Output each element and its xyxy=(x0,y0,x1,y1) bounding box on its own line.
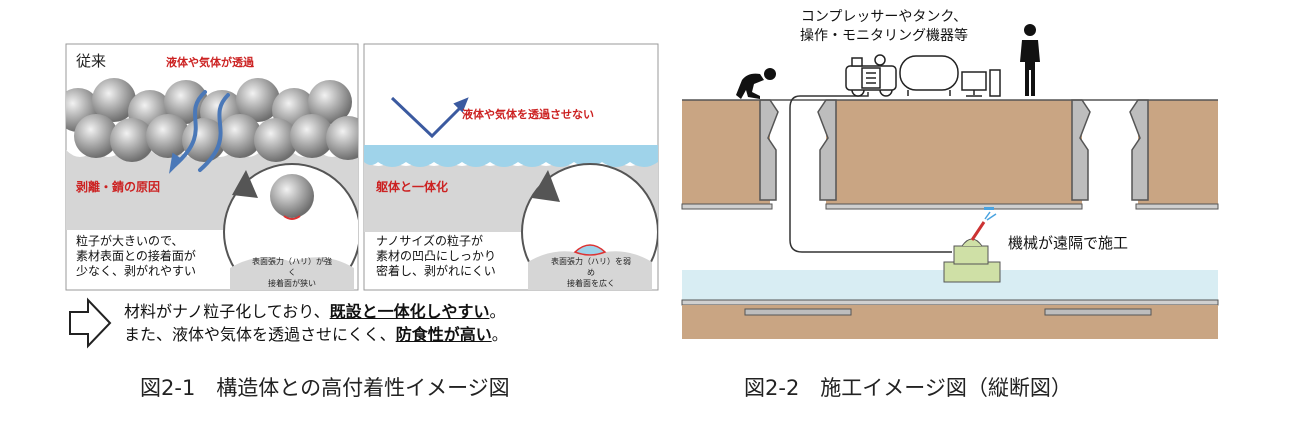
panel-right-note: ナノサイズの粒子が 素材の凹凸にしっかり 密着し、剥がれにくい xyxy=(376,234,497,278)
reflect-arrow xyxy=(390,96,469,139)
standing-person-icon xyxy=(1020,24,1040,96)
figure1-caption: 図2-1 構造体との高付着性イメージ図 xyxy=(140,376,510,400)
panel-right-top-label: 液体や気体を透過させない xyxy=(462,108,594,121)
monitor-icon xyxy=(961,69,1001,97)
panel-right-bottom-label: 躯体と一体化 xyxy=(376,180,449,194)
machine-label: 機械が遠隔で施工 xyxy=(1008,234,1129,252)
panel-right-zoom-text: 表面張力（ハリ）を弱め 接着面を広く xyxy=(551,257,631,288)
crouching-worker-icon xyxy=(736,68,776,99)
panel-nano xyxy=(363,43,659,291)
equipment-label: コンプレッサーやタンク、 操作・モニタリング機器等 xyxy=(800,9,968,44)
panel-left-heading: 従来 xyxy=(76,52,107,70)
panel-left-bottom-label: 剥離・錆の原因 xyxy=(76,180,161,194)
figure2-caption: 図2-2 施工イメージ図（縦断図） xyxy=(744,376,1072,400)
panel-left-note: 粒子が大きいので、 素材表面との接着面が 少なく、剥がれやすい xyxy=(76,234,197,278)
tank-icon xyxy=(899,55,959,91)
panel-left-top-label: 液体や気体が透過 xyxy=(166,56,254,69)
concrete-walls xyxy=(759,99,1149,201)
panel-conventional xyxy=(65,43,359,291)
compressor-icon xyxy=(845,54,897,97)
nozzle xyxy=(970,221,986,241)
nano-coating-layer xyxy=(364,145,658,167)
right-arrow-icon xyxy=(69,297,112,349)
panel-left-zoom-text: 表面張力（ハリ）が強く 接着面が狭い xyxy=(252,257,332,288)
permeation-arrows xyxy=(169,90,230,174)
summary-text: 材料がナノ粒子化しており、既設と一体化しやすい。 また、液体や気体を透過させにく… xyxy=(124,302,508,344)
section-diagram xyxy=(681,92,1219,339)
machine-base xyxy=(943,261,1001,283)
hose-line xyxy=(789,92,952,253)
